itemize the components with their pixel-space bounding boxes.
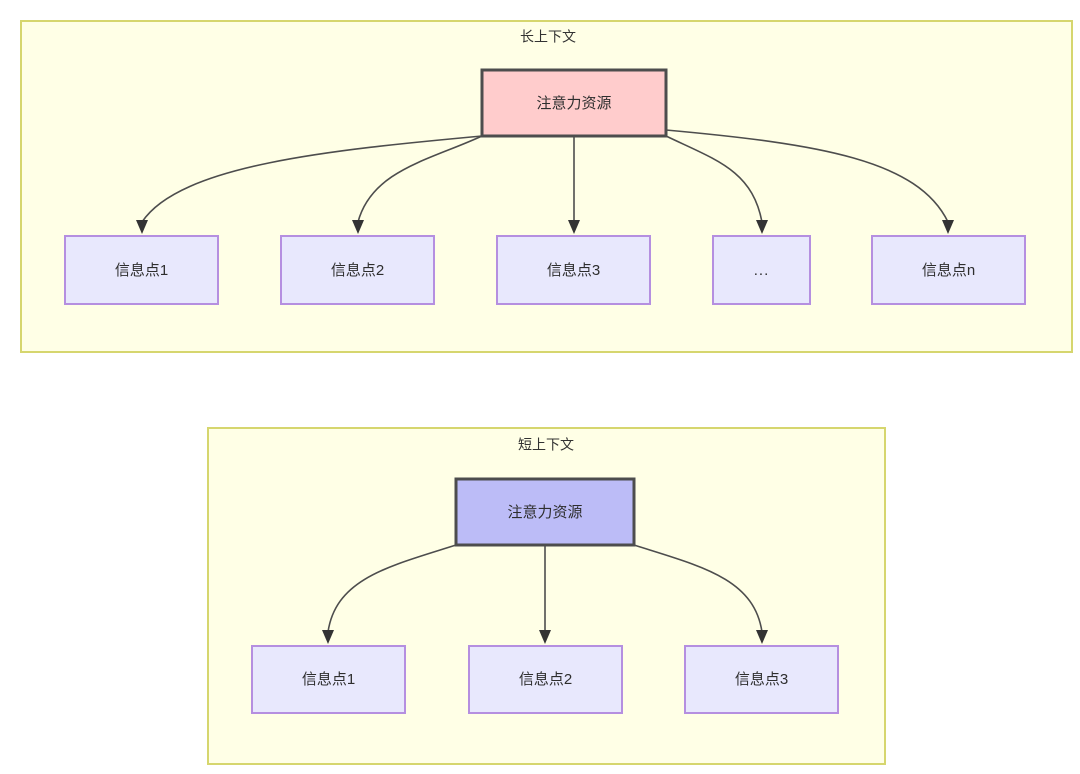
node-long-leaf-3-box[interactable] — [496, 235, 651, 305]
node-short-leaf-1-label: 信息点1 — [302, 671, 355, 688]
node-long-leaf-1-box[interactable] — [64, 235, 219, 305]
arrowhead-leaf-3 — [568, 220, 580, 234]
group-long-context-title: 长上下文 — [520, 29, 576, 45]
edge-root-to-leaf-2 — [357, 135, 483, 223]
group-long-context: 长上下文 注意 — [20, 20, 1073, 353]
edge-short-root-to-leaf-3 — [633, 544, 763, 633]
node-short-context-root-box[interactable] — [454, 477, 636, 547]
arrowhead-short-leaf-2 — [539, 630, 551, 644]
node-long-leaf-2-box[interactable] — [280, 235, 435, 305]
arrowhead-leaf-2 — [352, 220, 364, 234]
edges-short-context — [322, 544, 768, 644]
group-short-context: 短上下文 注意力资源 信息点1 — [207, 427, 886, 765]
node-short-leaf-2[interactable]: 信息点2 — [468, 645, 623, 714]
node-short-leaf-3-label: 信息点3 — [735, 671, 788, 688]
node-short-leaf-2-box[interactable] — [468, 645, 623, 714]
edge-root-to-leaf-1 — [141, 135, 483, 223]
node-long-leaf-1[interactable]: 信息点1 — [64, 235, 219, 305]
node-long-leaf-ellipsis[interactable]: ... — [712, 235, 811, 305]
node-short-leaf-2-label: 信息点2 — [519, 671, 572, 688]
node-long-leaf-3[interactable]: 信息点3 — [496, 235, 651, 305]
node-long-leaf-1-label: 信息点1 — [115, 262, 168, 279]
node-long-context-root-label: 注意力资源 — [536, 94, 611, 112]
node-long-leaf-n[interactable]: 信息点n — [871, 235, 1026, 305]
node-long-context-root-box[interactable] — [480, 68, 668, 138]
node-short-leaf-3-box[interactable] — [684, 645, 839, 714]
node-short-leaf-3[interactable]: 信息点3 — [684, 645, 839, 714]
node-long-leaf-2[interactable]: 信息点2 — [280, 235, 435, 305]
node-short-leaf-1-box[interactable] — [251, 645, 406, 714]
node-long-leaf-ellipsis-label: ... — [754, 262, 770, 279]
node-long-leaf-3-label: 信息点3 — [547, 262, 600, 279]
node-short-context-root-label: 注意力资源 — [507, 503, 582, 521]
arrowhead-short-leaf-3 — [756, 630, 768, 644]
group-short-context-title: 短上下文 — [518, 437, 574, 453]
node-short-leaf-1[interactable]: 信息点1 — [251, 645, 406, 714]
node-short-context-root[interactable]: 注意力资源 — [454, 477, 636, 547]
edge-root-to-leaf-5 — [665, 129, 949, 223]
node-long-leaf-ellipsis-box[interactable] — [712, 235, 811, 305]
node-long-leaf-2-label: 信息点2 — [331, 262, 384, 279]
node-long-leaf-n-label: 信息点n — [922, 262, 975, 279]
arrowhead-leaf-1 — [136, 220, 148, 234]
arrowhead-leaf-4 — [756, 220, 768, 234]
arrowhead-leaf-5 — [942, 220, 954, 234]
edge-root-to-leaf-4 — [665, 135, 763, 223]
edges-long-context — [136, 129, 954, 234]
edge-short-root-to-leaf-1 — [327, 544, 457, 633]
node-long-context-root[interactable]: 注意力资源 — [480, 68, 668, 138]
arrowhead-short-leaf-1 — [322, 630, 334, 644]
node-long-leaf-n-box[interactable] — [871, 235, 1026, 305]
